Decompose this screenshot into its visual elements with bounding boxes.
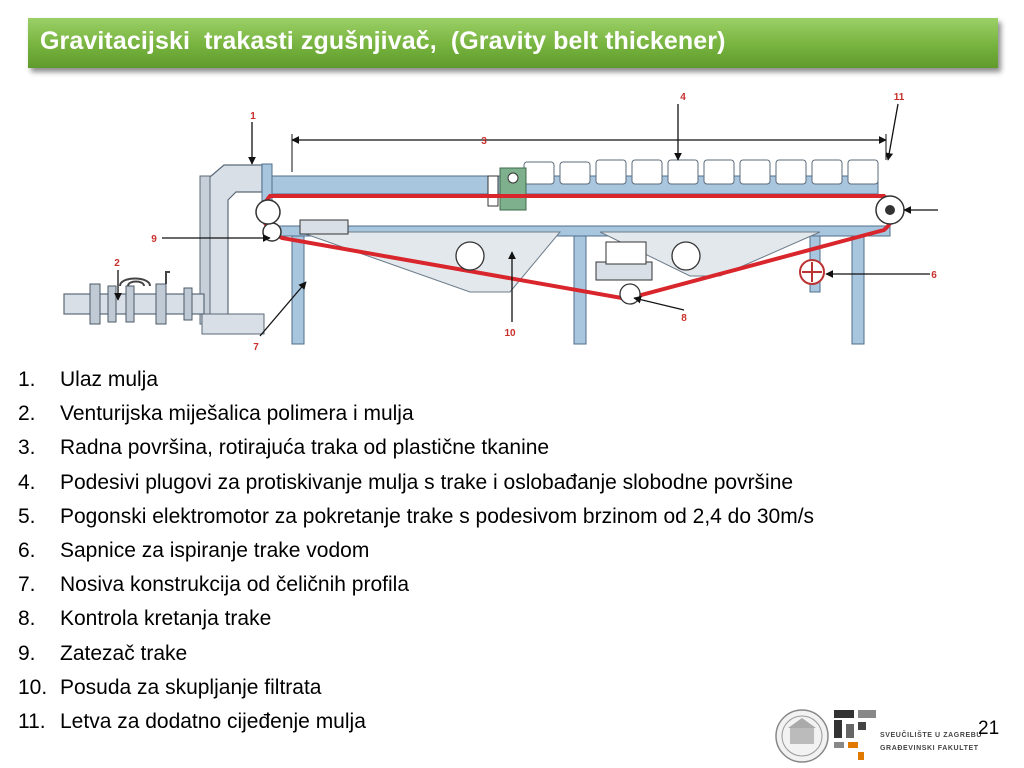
plows (523, 159, 879, 185)
legend-number: 9. (18, 641, 36, 665)
legend-number: 6. (18, 538, 36, 562)
gravity-belt-thickener-diagram: 1 2 3 4 5 6 7 8 9 10 11 (63, 92, 938, 353)
callout-2: 2 (114, 258, 120, 269)
sludge-inlet-pipe (199, 164, 265, 335)
callout-6: 6 (931, 270, 937, 281)
legend-text: Nosiva konstrukcija od čeličnih profila (60, 573, 409, 597)
callout-8: 8 (681, 313, 687, 324)
venturi-mixer (63, 271, 205, 325)
title-bar: Gravitacijski trakasti zgušnjivač, (Grav… (28, 18, 998, 68)
legend-text: Pogonski elektromotor za pokretanje trak… (60, 504, 815, 528)
callout-11: 11 (894, 92, 905, 103)
university-seal-logo (775, 709, 829, 763)
legend-number: 8. (18, 607, 36, 631)
legend-number: 3. (18, 436, 36, 460)
callout-9: 9 (151, 234, 157, 245)
legend-number: 5. (18, 504, 36, 528)
callout-7: 7 (253, 342, 259, 353)
university-name: SVEUČILIŠTE U ZAGREBU (880, 732, 983, 739)
faculty-name: GRAĐEVINSKI FAKULTET (880, 745, 979, 752)
callout-10: 10 (504, 328, 516, 339)
leader-lines (114, 103, 938, 337)
legend-text: Venturijska miješalica polimera i mulja (60, 402, 414, 426)
legend-number: 2. (18, 402, 36, 426)
legend-number: 10. (18, 675, 48, 699)
legend-number: 7. (18, 573, 36, 597)
legend-text: Zatezač trake (60, 641, 188, 665)
slide-number: 21 (978, 718, 1000, 739)
legend-text: Ulaz mulja (60, 368, 159, 391)
callout-4: 4 (680, 92, 686, 103)
filtrate-pan-right (599, 231, 821, 277)
legend-number: 1. (18, 368, 36, 391)
wash-spray-wheel (799, 259, 825, 285)
belt-tracking-control (595, 241, 653, 281)
filtrate-pan (299, 231, 562, 293)
legend-text: Kontrola kretanja trake (60, 607, 272, 631)
legend-number: 4. (18, 470, 36, 494)
legend-text: Posuda za skupljanje filtrata (60, 675, 322, 699)
legend-text: Podesivi plugovi za protiskivanje mulja … (60, 470, 794, 494)
faculty-logo (834, 710, 876, 760)
control-panel (487, 167, 527, 211)
legend-text: Radna površina, rotirajuća traka od plas… (60, 436, 550, 460)
slide-title: Gravitacijski trakasti zgušnjivač, (Grav… (40, 27, 726, 55)
callout-3: 3 (481, 136, 487, 147)
callout-1: 1 (250, 111, 256, 122)
legend-text: Letva za dodatno cijeđenje mulja (60, 709, 366, 733)
wheels (455, 241, 701, 305)
legend-text: Sapnice za ispiranje trake vodom (60, 538, 370, 562)
footer-logos (775, 709, 876, 763)
legend-number: 11. (18, 709, 46, 733)
